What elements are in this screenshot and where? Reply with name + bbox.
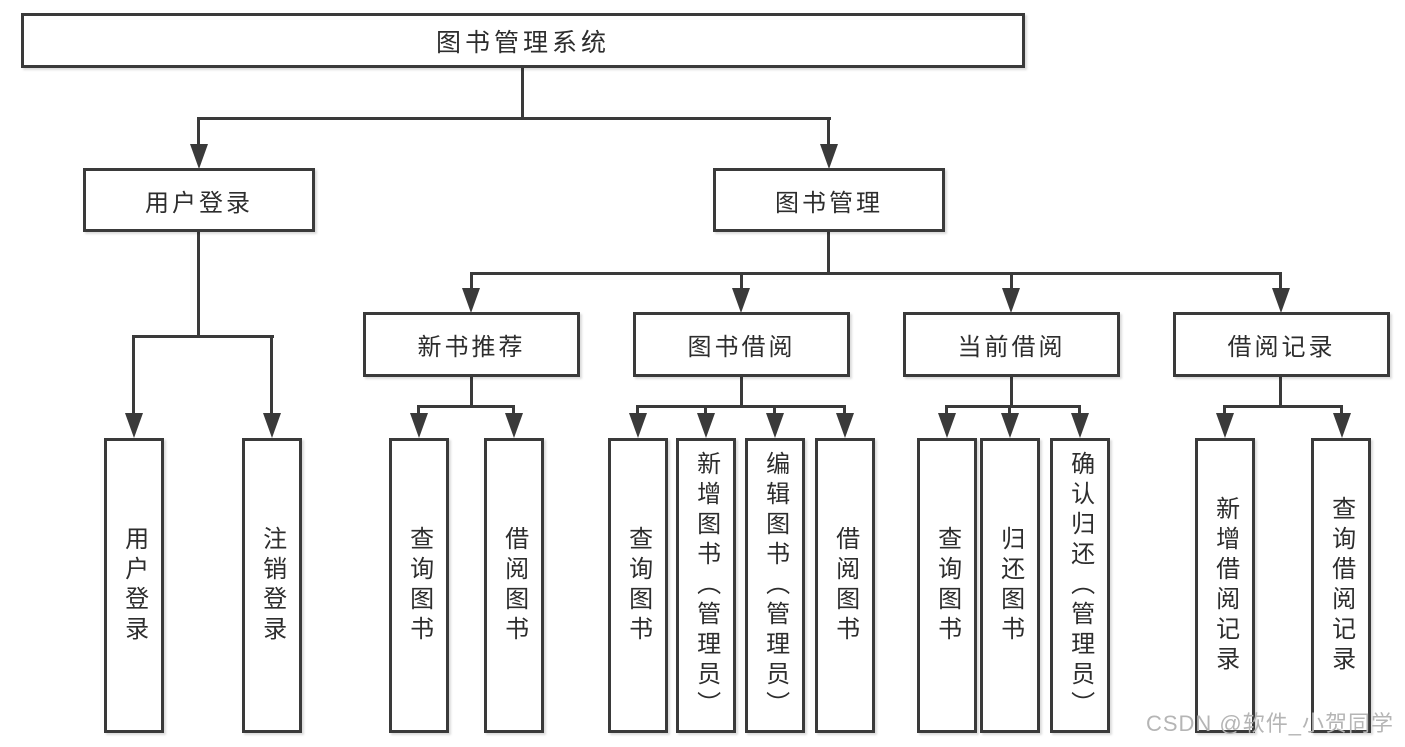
arrowhead-book-borrow — [732, 288, 750, 313]
arrowhead-new-book — [462, 288, 480, 313]
arrowhead-borrow-records — [1272, 288, 1290, 313]
node-user-login-label: 用户登录 — [145, 189, 253, 217]
connector-stem-br-1 — [1223, 405, 1226, 420]
leaf-cb-confirm-return-admin-label: 确认归还（管理员） — [1066, 450, 1094, 721]
arrowhead-br-add — [1216, 413, 1234, 438]
connector-cb-trunk — [1010, 377, 1013, 408]
connector-stem-cb-3 — [1078, 405, 1081, 420]
leaf-user-login-label: 用户登录 — [120, 525, 148, 646]
connector-stem-br-2 — [1340, 405, 1343, 420]
connector-stem-nbr-1 — [417, 405, 420, 420]
arrowhead-book-mgmt — [820, 144, 838, 169]
connector-stem-bb-4 — [843, 405, 846, 420]
leaf-bb-query-books-label: 查询图书 — [624, 525, 652, 646]
connector-stem-book-mgmt — [827, 117, 830, 150]
leaf-bb-add-books-admin-label: 新增图书（管理员） — [692, 450, 720, 721]
node-library-system: 图书管理系统 — [21, 13, 1025, 68]
connector-stem-nbr-2 — [512, 405, 515, 420]
connector-stem-new-book — [470, 272, 473, 294]
connector-stem-current-borrow — [1010, 272, 1013, 294]
connector-bb-trunk — [740, 377, 743, 408]
node-book-management-label: 图书管理 — [775, 189, 883, 217]
connector-br-bus — [1223, 405, 1343, 408]
connector-stem-borrow-records — [1279, 272, 1282, 294]
connector-stem-book-borrow — [740, 272, 743, 294]
arrowhead-cb-confirm — [1071, 413, 1089, 438]
connector-stem-cb-2 — [1008, 405, 1011, 420]
leaf-br-query-record: 查询借阅记录 — [1311, 438, 1371, 733]
leaf-cb-query-books-label: 查询图书 — [933, 525, 961, 646]
leaf-bb-query-books: 查询图书 — [608, 438, 668, 733]
leaf-bb-borrow-books: 借阅图书 — [815, 438, 875, 733]
connector-stem-user-login — [197, 117, 200, 150]
arrowhead-nbr-borrow — [505, 413, 523, 438]
leaf-cb-query-books: 查询图书 — [917, 438, 977, 733]
connector-nbr-trunk — [470, 377, 473, 408]
arrowhead-cb-return — [1001, 413, 1019, 438]
arrowhead-br-query — [1333, 413, 1351, 438]
connector-level2-bus — [197, 117, 831, 120]
arrowhead-bb-edit — [766, 413, 784, 438]
arrowhead-nbr-query — [410, 413, 428, 438]
leaf-logout-label: 注销登录 — [258, 525, 286, 646]
connector-user-login-bus — [132, 335, 274, 338]
csdn-watermark: CSDN @软件_小贺同学 — [1145, 711, 1394, 736]
connector-bb-bus — [636, 405, 846, 408]
arrowhead-current-borrow — [1002, 288, 1020, 313]
node-borrowing-records: 借阅记录 — [1173, 312, 1390, 377]
node-library-system-label: 图书管理系统 — [435, 28, 610, 57]
node-book-management: 图书管理 — [713, 168, 945, 232]
connector-user-login-trunk — [197, 232, 200, 338]
leaf-bb-add-books-admin: 新增图书（管理员） — [676, 438, 736, 733]
node-book-borrowing-label: 图书借阅 — [687, 334, 796, 361]
connector-book-mgmt-trunk — [827, 232, 830, 275]
connector-stem-bb-3 — [773, 405, 776, 420]
connector-br-trunk — [1279, 377, 1282, 408]
leaf-cb-confirm-return-admin: 确认归还（管理员） — [1050, 438, 1110, 733]
leaf-br-query-record-label: 查询借阅记录 — [1327, 495, 1355, 676]
node-user-login: 用户登录 — [83, 168, 315, 232]
arrowhead-bb-add — [697, 413, 715, 438]
arrowhead-user-login — [190, 144, 208, 169]
leaf-br-add-record: 新增借阅记录 — [1195, 438, 1255, 733]
node-borrowing-records-label: 借阅记录 — [1227, 334, 1336, 361]
arrowhead-leaf-logout — [263, 413, 281, 438]
connector-stem-bb-1 — [636, 405, 639, 420]
arrowhead-leaf-user-login — [125, 413, 143, 438]
arrowhead-bb-query — [629, 413, 647, 438]
node-book-borrowing: 图书借阅 — [633, 312, 850, 377]
leaf-logout: 注销登录 — [242, 438, 302, 733]
connector-stem-leaf-user-login — [132, 335, 135, 420]
connector-level3-bus — [470, 272, 1282, 275]
arrowhead-bb-borrow — [836, 413, 854, 438]
connector-stem-leaf-logout — [270, 335, 273, 420]
leaf-nbr-query-books: 查询图书 — [389, 438, 449, 733]
leaf-nbr-borrow-books-label: 借阅图书 — [500, 525, 528, 646]
leaf-bb-edit-books-admin-label: 编辑图书（管理员） — [761, 450, 789, 721]
node-new-book-recommend-label: 新书推荐 — [417, 334, 526, 361]
connector-stem-cb-1 — [945, 405, 948, 420]
leaf-user-login: 用户登录 — [104, 438, 164, 733]
arrowhead-cb-query — [938, 413, 956, 438]
leaf-cb-return-books: 归还图书 — [980, 438, 1040, 733]
leaf-bb-borrow-books-label: 借阅图书 — [831, 525, 859, 646]
connector-nbr-bus — [417, 405, 515, 408]
node-current-borrowing: 当前借阅 — [903, 312, 1120, 377]
connector-stem-bb-2 — [704, 405, 707, 420]
node-current-borrowing-label: 当前借阅 — [957, 334, 1066, 361]
leaf-nbr-query-books-label: 查询图书 — [405, 525, 433, 646]
leaf-cb-return-books-label: 归还图书 — [996, 525, 1024, 646]
leaf-br-add-record-label: 新增借阅记录 — [1211, 495, 1239, 676]
leaf-bb-edit-books-admin: 编辑图书（管理员） — [745, 438, 805, 733]
leaf-nbr-borrow-books: 借阅图书 — [484, 438, 544, 733]
connector-cb-bus — [945, 405, 1081, 408]
node-new-book-recommend: 新书推荐 — [363, 312, 580, 377]
connector-root-trunk — [521, 68, 524, 120]
